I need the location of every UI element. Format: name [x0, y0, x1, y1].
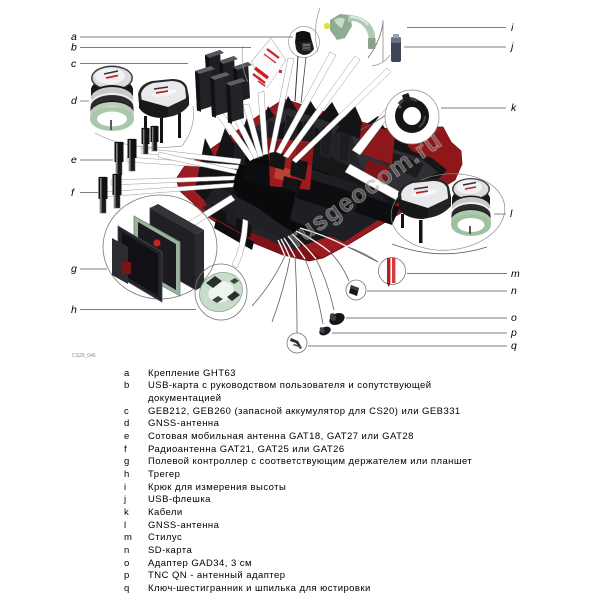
svg-text:n: n — [511, 285, 517, 297]
svg-text:a: a — [71, 31, 77, 43]
svg-text:e: e — [71, 154, 77, 166]
svg-text:i: i — [511, 22, 514, 34]
svg-text:CS20_046: CS20_046 — [72, 353, 96, 359]
svg-text:k: k — [511, 102, 517, 114]
svg-text:g: g — [71, 263, 77, 275]
svg-text:q: q — [511, 340, 517, 352]
svg-text:l: l — [510, 208, 513, 220]
svg-text:f: f — [71, 187, 75, 199]
svg-text:p: p — [510, 327, 517, 339]
svg-text:j: j — [509, 41, 514, 53]
svg-text:h: h — [71, 304, 77, 316]
svg-text:m: m — [511, 268, 520, 280]
svg-text:o: o — [511, 312, 517, 324]
svg-text:d: d — [71, 95, 78, 107]
svg-text:c: c — [71, 58, 77, 70]
svg-text:b: b — [71, 42, 77, 54]
